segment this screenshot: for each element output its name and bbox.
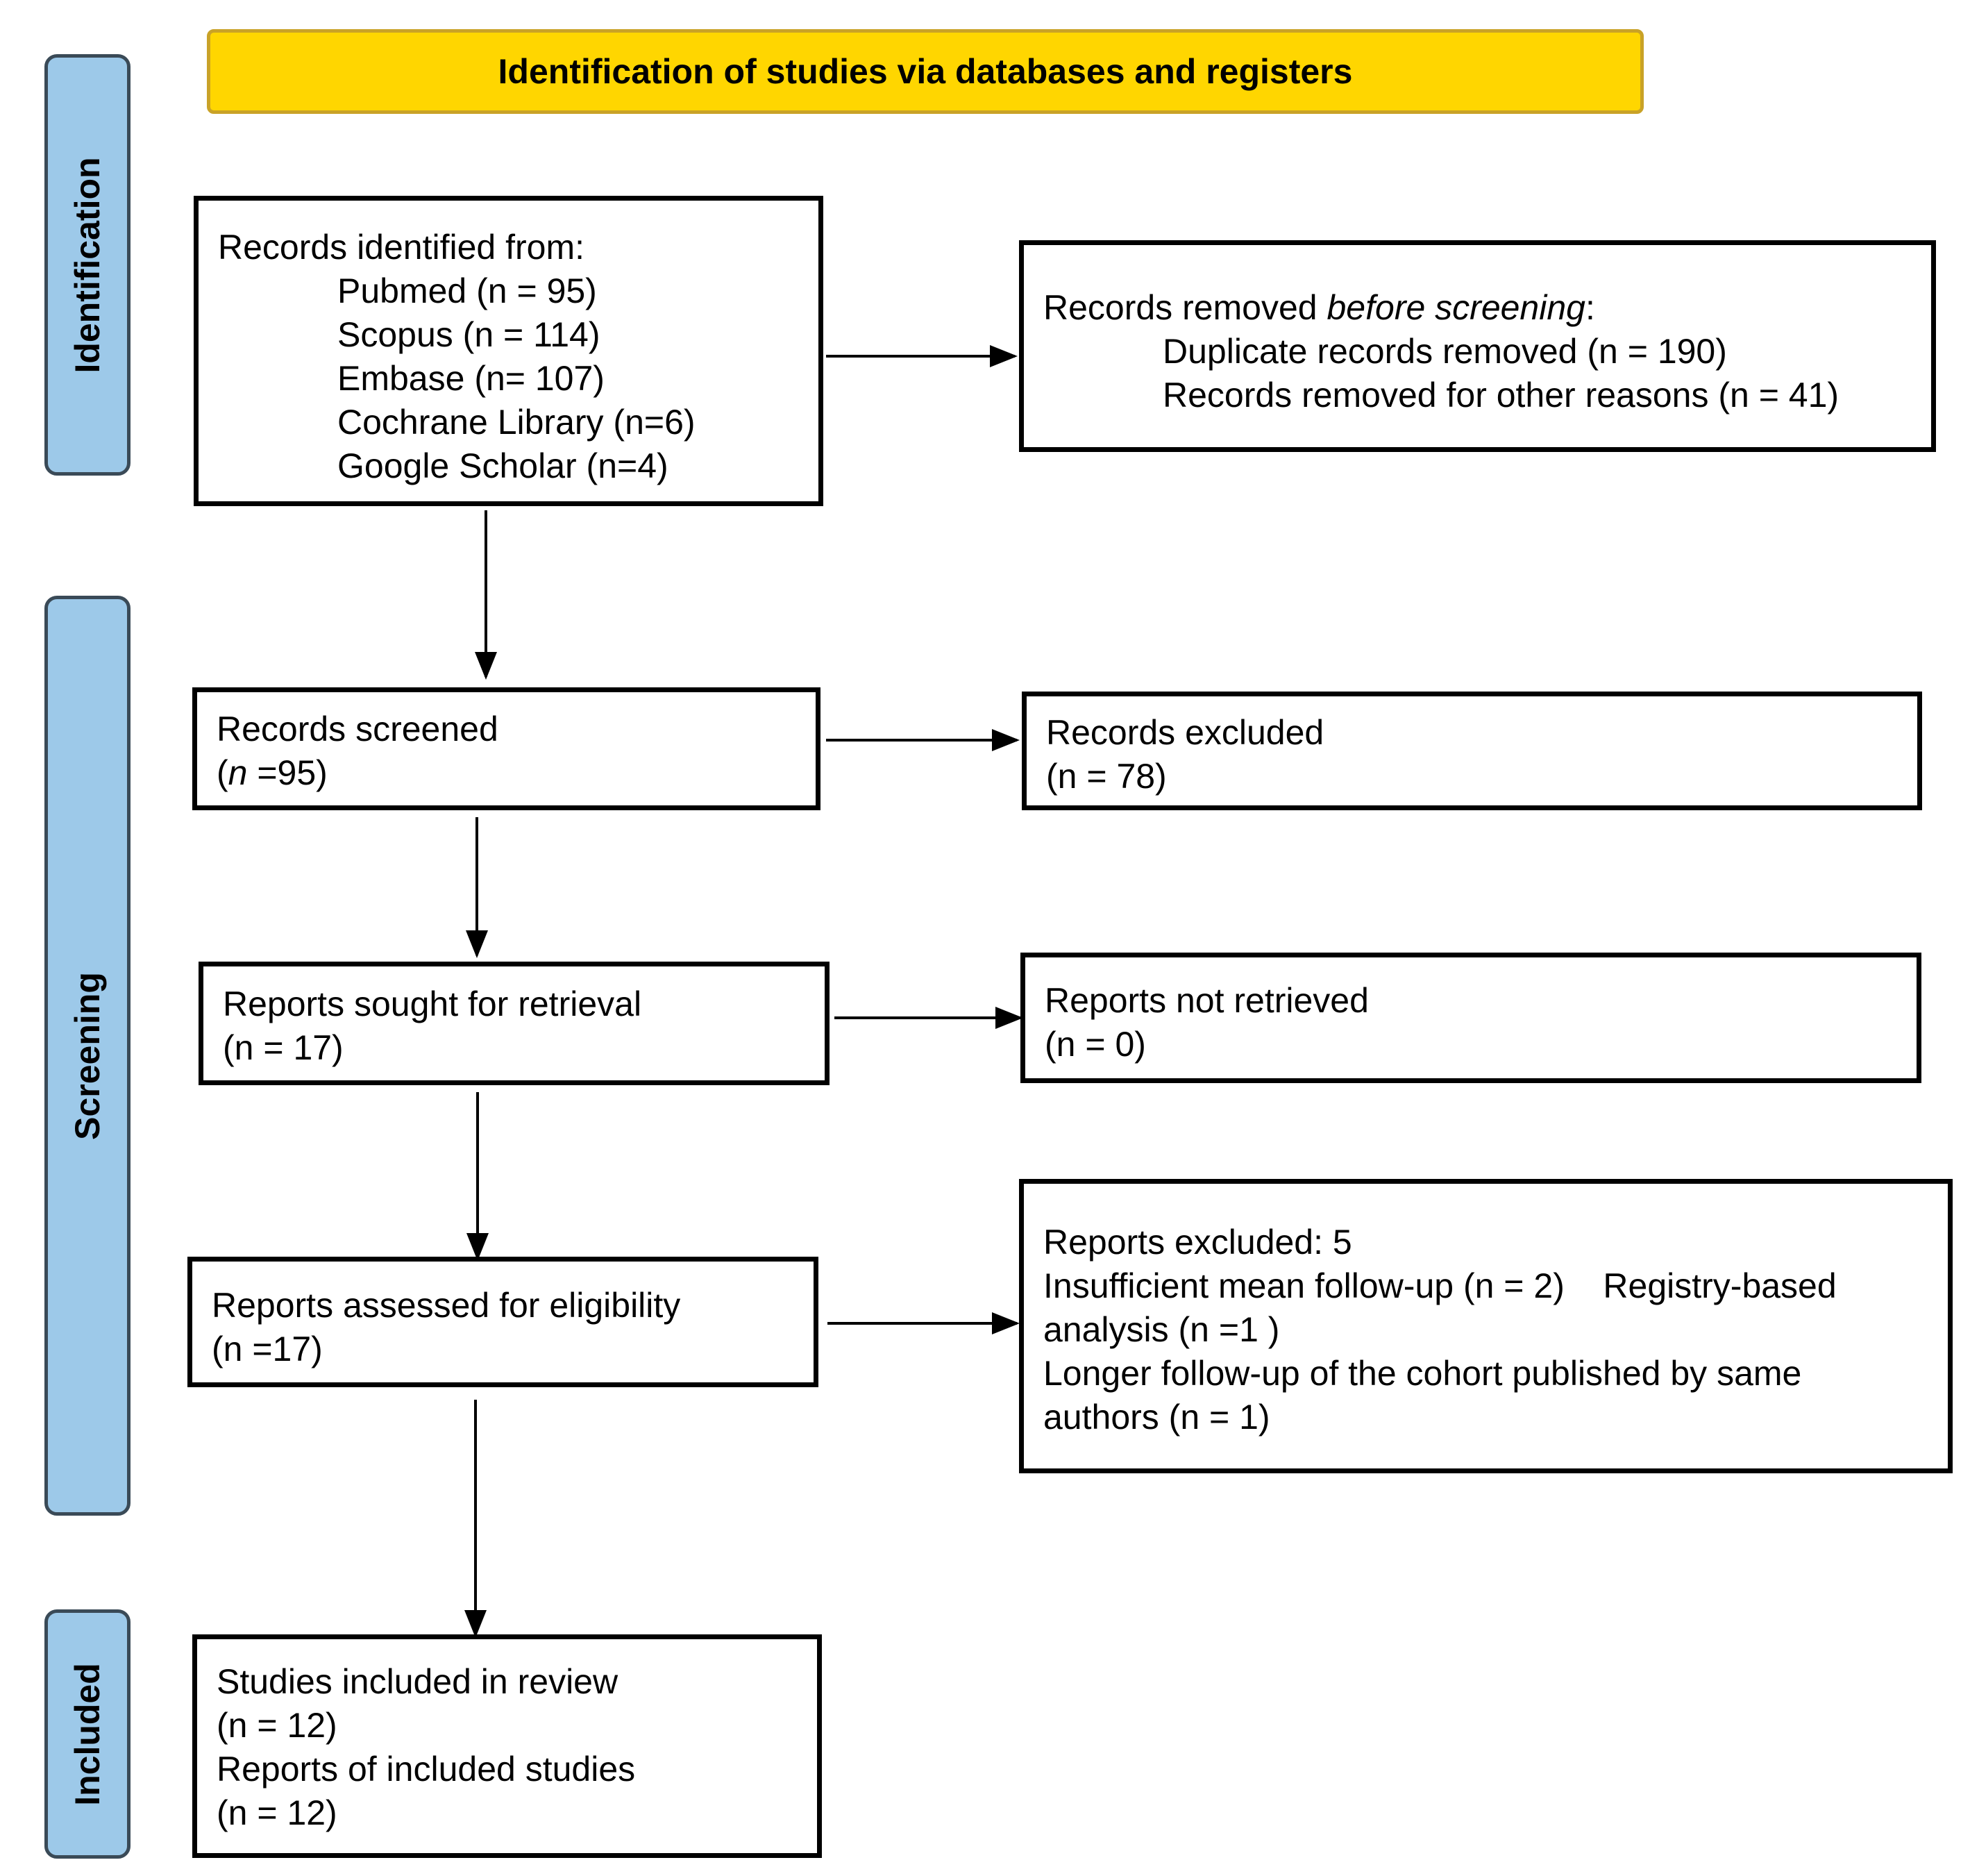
reports-excluded-line: Longer follow-up of the cohort published… (1043, 1354, 1802, 1393)
source-embase: Embase (n= 107) (337, 359, 605, 398)
reports-sought-label: Reports sought for retrieval (223, 985, 642, 1023)
header-title: Identification of studies via databases … (498, 52, 1353, 91)
duplicates-removed: Duplicate records removed (n = 190) (1163, 332, 1727, 371)
records-identified-heading: Records identified from: (218, 228, 585, 267)
reports-excluded-line: authors (n = 1) (1043, 1398, 1270, 1437)
reports-assessed-count: (n =17) (212, 1330, 323, 1368)
reports-included-count: (n = 12) (217, 1793, 337, 1832)
studies-included-label: Studies included in review (217, 1662, 618, 1701)
reports-excluded-box: Reports excluded: 5 Insufficient mean fo… (1019, 1179, 1953, 1473)
records-removed-heading-emph: before screening (1327, 288, 1585, 327)
reports-included-label: Reports of included studies (217, 1750, 636, 1789)
records-screened-count-var: n (228, 753, 248, 792)
stage-screening: Screening (44, 596, 131, 1516)
records-removed-heading-prefix: Records removed (1043, 288, 1327, 327)
stage-included: Included (44, 1609, 131, 1859)
reports-excluded-line: analysis (n =1 ) (1043, 1310, 1280, 1349)
stage-identification: Identification (44, 54, 131, 476)
studies-included-count: (n = 12) (217, 1706, 337, 1745)
source-google-scholar: Google Scholar (n=4) (337, 446, 668, 485)
source-pubmed: Pubmed (n = 95) (337, 271, 597, 310)
source-scopus: Scopus (n = 114) (337, 315, 600, 354)
reports-sought-count: (n = 17) (223, 1028, 344, 1067)
records-excluded-box: Records excluded (n = 78) (1022, 692, 1922, 810)
source-cochrane: Cochrane Library (n=6) (337, 403, 696, 442)
reports-not-retrieved-box: Reports not retrieved (n = 0) (1020, 953, 1921, 1083)
studies-included-box: Studies included in review (n = 12) Repo… (192, 1634, 822, 1858)
records-screened-count-prefix: ( (217, 753, 228, 792)
header-banner: Identification of studies via databases … (207, 29, 1644, 114)
records-removed-heading: Records removed before screening: (1043, 286, 1931, 330)
records-excluded-label: Records excluded (1046, 713, 1324, 752)
reports-not-retrieved-label: Reports not retrieved (1045, 981, 1369, 1020)
other-removed: Records removed for other reasons (n = 4… (1163, 376, 1839, 414)
records-screened-label: Records screened (217, 710, 498, 748)
vertical-arrows (464, 510, 497, 1638)
reports-assessed-label: Reports assessed for eligibility (212, 1286, 681, 1325)
reports-excluded-line: Reports excluded: 5 (1043, 1223, 1352, 1262)
horizontal-arrows (826, 345, 1023, 1334)
records-removed-heading-suffix: : (1585, 288, 1595, 327)
reports-excluded-line: Insufficient mean follow-up (n = 2) Regi… (1043, 1266, 1837, 1305)
reports-assessed-box: Reports assessed for eligibility (n =17) (187, 1257, 818, 1387)
records-screened-count-suffix: =95) (247, 753, 328, 792)
reports-sought-box: Reports sought for retrieval (n = 17) (199, 962, 830, 1085)
records-removed-box: Records removed before screening: Duplic… (1019, 240, 1936, 452)
records-screened-count: (n =95) (217, 751, 816, 795)
records-excluded-count: (n = 78) (1046, 757, 1167, 796)
reports-not-retrieved-count: (n = 0) (1045, 1025, 1146, 1064)
records-identified-box: Records identified from: Pubmed (n = 95)… (194, 196, 823, 506)
records-screened-box: Records screened (n =95) (192, 687, 820, 810)
